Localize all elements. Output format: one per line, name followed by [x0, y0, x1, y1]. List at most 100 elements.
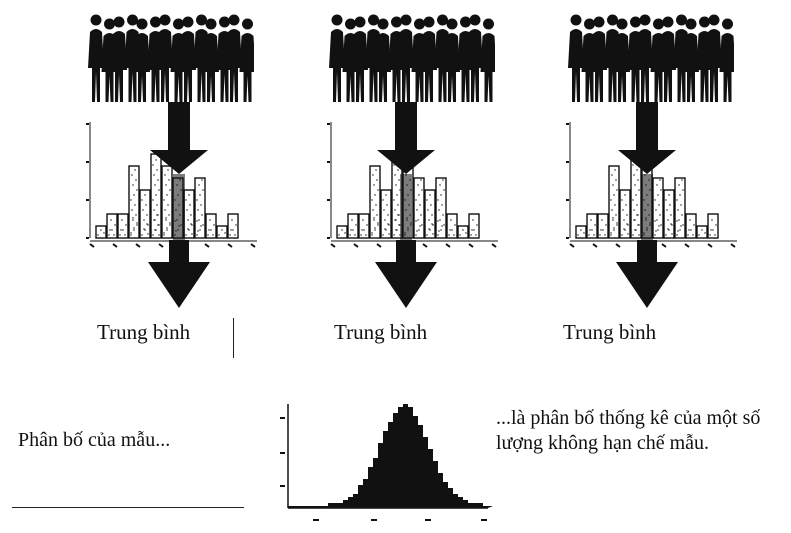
bar-speckle — [594, 224, 596, 226]
bar-speckle — [201, 179, 203, 181]
bar-speckle — [131, 209, 133, 211]
mean-label-1: Trung bình — [97, 320, 191, 344]
bar-speckle — [152, 199, 154, 201]
bar-speckle — [147, 224, 149, 226]
bar-speckle — [190, 223, 192, 225]
bar-speckle — [235, 224, 237, 226]
bar-speckle — [187, 219, 189, 221]
person-body — [421, 31, 437, 102]
histogram-bar — [336, 225, 348, 239]
bar-speckle — [141, 234, 143, 236]
bar-speckle — [146, 223, 148, 225]
bar-speckle — [185, 199, 187, 201]
bar-speckle — [383, 209, 385, 211]
bar-speckle — [374, 227, 376, 229]
bar-speckle — [196, 220, 198, 222]
bar-speckle — [636, 214, 638, 216]
bar-speckle — [119, 234, 121, 236]
bar-speckle — [384, 219, 386, 221]
person-head — [676, 14, 687, 26]
bar-speckle — [163, 199, 165, 201]
bar-speckle — [338, 234, 340, 236]
bar-speckle — [577, 234, 579, 236]
bar-speckle — [125, 224, 127, 226]
bar-speckle — [687, 234, 689, 236]
bar-speckle — [590, 219, 592, 221]
bar-speckle — [677, 230, 679, 232]
bar-speckle — [599, 234, 601, 236]
person-head — [127, 14, 138, 26]
bar-speckle — [613, 229, 615, 231]
person-head — [662, 16, 674, 28]
bar-speckle — [437, 220, 439, 222]
person-body — [398, 29, 414, 102]
bar-speckle — [394, 209, 396, 211]
person-head — [584, 18, 595, 30]
bar-speckle — [634, 229, 636, 231]
bar-speckle — [637, 214, 639, 216]
bar-speckle — [676, 220, 678, 222]
bar-speckle — [371, 199, 373, 201]
person-head — [90, 14, 102, 26]
bar-speckle — [678, 219, 680, 221]
bar-speckle — [143, 219, 145, 221]
histogram-bar — [468, 213, 480, 239]
bar-speckle — [613, 194, 615, 196]
person-body — [203, 33, 219, 102]
bar-speckle — [471, 229, 473, 231]
person-head — [460, 16, 471, 28]
bar-speckle — [144, 229, 146, 231]
bar-speckle — [166, 194, 168, 196]
bar-speckle — [396, 194, 398, 196]
arrow-shaft — [400, 174, 412, 240]
bar-speckle — [190, 214, 192, 216]
bar-speckle — [472, 219, 474, 221]
bar-speckle — [197, 230, 199, 232]
bar-speckle — [371, 234, 373, 236]
bar-speckle — [580, 229, 582, 231]
bar-speckle — [432, 233, 434, 235]
person-head — [423, 16, 435, 28]
bar-speckle — [168, 214, 170, 216]
bar-speckle — [373, 184, 375, 186]
bar-speckle — [714, 234, 716, 236]
bar-speckle — [459, 234, 461, 236]
bar-speckle — [677, 209, 679, 211]
person-body — [591, 31, 607, 102]
person-head — [708, 14, 720, 26]
x-tick — [468, 243, 474, 248]
person-head — [377, 18, 389, 30]
bar-speckle — [476, 224, 478, 226]
bar-speckle — [398, 214, 400, 216]
person-head — [182, 16, 194, 28]
bar-speckle — [134, 204, 136, 206]
bar-speckle — [394, 219, 396, 221]
bar-speckle — [626, 223, 628, 225]
bar-speckle — [344, 232, 346, 234]
sampling-caption: Phân bố của mẫu... — [18, 429, 171, 451]
bar-speckle — [430, 204, 432, 206]
bar-speckle — [384, 228, 386, 230]
bar-speckle — [612, 217, 614, 219]
arrow-upper — [377, 102, 435, 174]
histogram-bar — [161, 165, 173, 239]
bar-speckle — [711, 219, 713, 221]
bar-speckle — [398, 179, 400, 181]
bar-speckle — [375, 204, 377, 206]
bar-speckle — [637, 224, 639, 226]
bar-speckle — [633, 209, 635, 211]
bar-speckle — [365, 234, 367, 236]
bar-speckle — [154, 229, 156, 231]
bar-speckle — [709, 234, 711, 236]
bar-speckle — [155, 159, 157, 161]
person-head — [113, 16, 125, 28]
bar-speckle — [659, 179, 661, 181]
x-tick — [135, 243, 141, 248]
bar-speckle — [395, 229, 397, 231]
bar-speckle — [397, 214, 399, 216]
x-tick — [250, 243, 256, 248]
histogram-bar — [446, 213, 458, 239]
mean-label-2: Trung bình — [334, 320, 428, 344]
bar-speckle — [622, 209, 624, 211]
bar-speckle — [156, 204, 158, 206]
